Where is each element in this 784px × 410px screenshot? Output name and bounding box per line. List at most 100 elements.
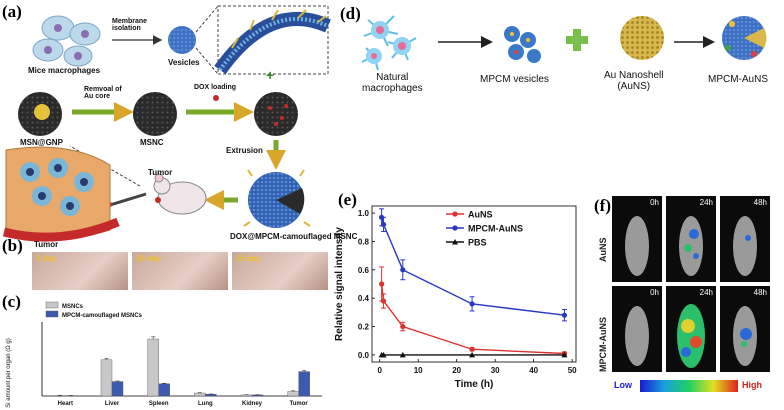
tumor-vessel-caption: Tumor [34, 240, 59, 249]
green-plus-icon [566, 29, 588, 51]
time-label: 0h [650, 198, 659, 207]
panel-f-label: (f) [594, 196, 611, 215]
plus-sign-a: + [266, 67, 274, 83]
msn-gnp-caption: MSN@GNP [20, 138, 63, 147]
bar-tumor-msncs [287, 391, 299, 397]
series-line-auns [380, 283, 565, 355]
removal-caption: Remvoal of Au core [84, 86, 122, 100]
legend-label: MPCM-AuNS [468, 224, 523, 234]
bar-lung-mpcm [205, 393, 217, 397]
x-tick-label: 40 [529, 366, 538, 375]
imaging-mpcm-auns-24h: 24h [666, 286, 716, 372]
plot-frame [371, 205, 577, 363]
macrophage-cells-illustration [32, 15, 101, 67]
membrane-isolation-caption: Membrane isolation [112, 18, 148, 32]
dox-loading-caption: DOX loading [194, 84, 236, 91]
bar-kidney-msncs [240, 394, 253, 397]
data-point [400, 323, 406, 330]
natural-macrophages-caption: Natural macrophages [362, 72, 423, 94]
x-tick-label: 0 [377, 366, 382, 375]
bar-kidney-mpcm [251, 394, 264, 397]
legend-marker [452, 239, 458, 245]
camouflaged-msnc-illustration [243, 169, 311, 228]
time-label: 48h [753, 198, 767, 207]
x-tick-label: 50 [568, 366, 577, 375]
mpcm-vesicles-illustration [504, 26, 541, 63]
legend-marker [452, 211, 458, 217]
bar-spleen-msncs [147, 338, 159, 397]
product-caption: DOX@MPCM-camouflaged MSNC [230, 232, 358, 241]
membrane-zoom-box [217, 5, 329, 75]
imaging-auns-24h: 24h [666, 196, 716, 282]
tumor-tissue-illustration [2, 146, 120, 242]
natural-macrophages-illustration [361, 15, 417, 71]
data-point [380, 221, 387, 228]
legend-label: PBS [468, 238, 487, 248]
panel-c-label: (c) [2, 292, 21, 311]
panel-a-schematic: + [2, 5, 331, 242]
panel-a-label: (a) [2, 2, 22, 21]
legend-label: MSNCs [62, 304, 84, 310]
extrusion-caption: Extrusion [226, 146, 263, 155]
vesicles-illustration [168, 26, 196, 54]
imaging-auns-0h: 0h [612, 196, 662, 282]
x-axis-label: Time (h) [455, 379, 494, 390]
msnc-caption: MSNC [140, 138, 164, 147]
colorbar-low-label: Low [614, 380, 632, 390]
data-point [379, 281, 385, 287]
day-label: 15 day [236, 254, 261, 263]
legend-swatch [45, 310, 59, 318]
mouse-photo-15day: 15 day [232, 252, 328, 290]
bar-spleen-mpcm [158, 383, 170, 397]
y-tick-label: 0.6 [358, 266, 370, 275]
y-axis-label: Relative signal intensity [334, 227, 345, 341]
bar-liver-msncs [100, 359, 113, 397]
bar-lung-msncs [194, 392, 206, 397]
legend-label: MPCM-camouflaged MSNCs [62, 313, 143, 319]
x-tick-label: Spleen [149, 401, 169, 407]
legend-swatch [45, 301, 59, 309]
dox-loaded-msnc-illustration [254, 92, 298, 136]
colorbar-high-label: High [742, 380, 762, 390]
msnc-illustration [133, 92, 177, 136]
mouse-photo-3day: 3 day [32, 252, 128, 290]
bar-chart-organ-distribution: Si amount per organ (Ω g) Heart Liver Splee… [6, 301, 322, 408]
time-label: 24h [699, 288, 713, 297]
x-tick-label: Heart [58, 401, 73, 407]
y-tick-label: 0.2 [358, 323, 370, 332]
y-tick-label: 1.0 [358, 209, 370, 218]
tumor-mouse-caption: Tumor [148, 168, 173, 177]
mice-macrophages-caption: Mice macrophages [28, 66, 101, 75]
data-point [469, 351, 476, 358]
bar-tumor-mpcm [298, 371, 310, 397]
colorbar [640, 380, 738, 392]
mpcm-vesicles-caption: MPCM vesicles [480, 74, 549, 85]
mouse-illustration [153, 173, 207, 215]
bar-liver-mpcm [111, 381, 124, 397]
mpcm-auns-illustration [722, 16, 767, 60]
data-point [561, 312, 568, 318]
x-tick-label: 30 [491, 366, 500, 375]
y-axis-label: Si amount per organ (Ω g) [6, 338, 12, 408]
x-tick-label: Lung [198, 401, 213, 407]
day-label: 3 day [36, 254, 57, 263]
x-tick-label: Kidney [242, 401, 263, 407]
time-label: 0h [650, 288, 659, 297]
msn-gnp-illustration [18, 92, 62, 136]
imaging-mpcm-auns-0h: 0h [612, 286, 662, 372]
panel-e-label: (e) [338, 190, 357, 209]
time-label: 24h [699, 198, 713, 207]
row-label-mpcm-auns: MPCM-AuNS [598, 317, 608, 372]
imaging-mpcm-auns-48h: 48h [720, 286, 770, 372]
row-label-auns: AuNS [598, 237, 608, 263]
panel-d-schematic [361, 15, 767, 71]
imaging-auns-48h: 48h [720, 196, 770, 282]
data-point [380, 298, 387, 304]
au-nanoshell-illustration [620, 16, 664, 60]
y-tick-label: 0.8 [358, 237, 370, 246]
data-point [561, 351, 568, 358]
x-tick-label: Liver [105, 401, 120, 407]
data-point [469, 301, 475, 307]
au-nanoshell-caption: Au Nanoshell (AuNS) [604, 70, 664, 92]
